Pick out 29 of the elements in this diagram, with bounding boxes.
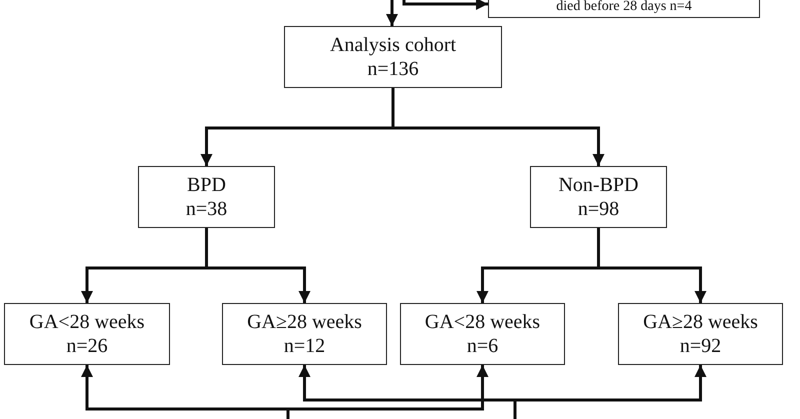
- process-box: [618, 303, 783, 365]
- box-title: GA<28 weeks: [29, 310, 145, 334]
- count-label: n=38: [186, 197, 228, 221]
- count-label: n=6: [466, 334, 498, 358]
- box-title: GA≥28 weeks: [247, 310, 362, 334]
- count-label: n=98: [578, 197, 620, 221]
- count-label: n=136: [367, 57, 419, 81]
- box-title: Non-BPD: [558, 173, 638, 197]
- arrow: [392, 88, 604, 166]
- box-title: Analysis cohort: [330, 33, 456, 57]
- arrow: [205, 228, 310, 303]
- arrow: [386, 0, 398, 26]
- process-box: [400, 303, 565, 365]
- box-title: GA<28 weeks: [424, 310, 540, 334]
- process-box: [284, 26, 502, 88]
- count-label: n=26: [66, 334, 108, 358]
- process-box: [4, 303, 170, 365]
- process-box: [222, 303, 387, 365]
- process-box: [488, 0, 760, 18]
- box-title: BPD: [187, 173, 226, 197]
- arrow: [286, 365, 488, 419]
- box-title: GA≥28 weeks: [643, 310, 758, 334]
- count-label: n=12: [284, 334, 326, 358]
- count-label: n=92: [680, 334, 722, 358]
- arrow: [597, 228, 706, 303]
- box-title: died before 28 days n=4: [556, 0, 692, 16]
- process-box: [530, 166, 667, 228]
- process-box: [138, 166, 275, 228]
- arrow: [402, 0, 488, 10]
